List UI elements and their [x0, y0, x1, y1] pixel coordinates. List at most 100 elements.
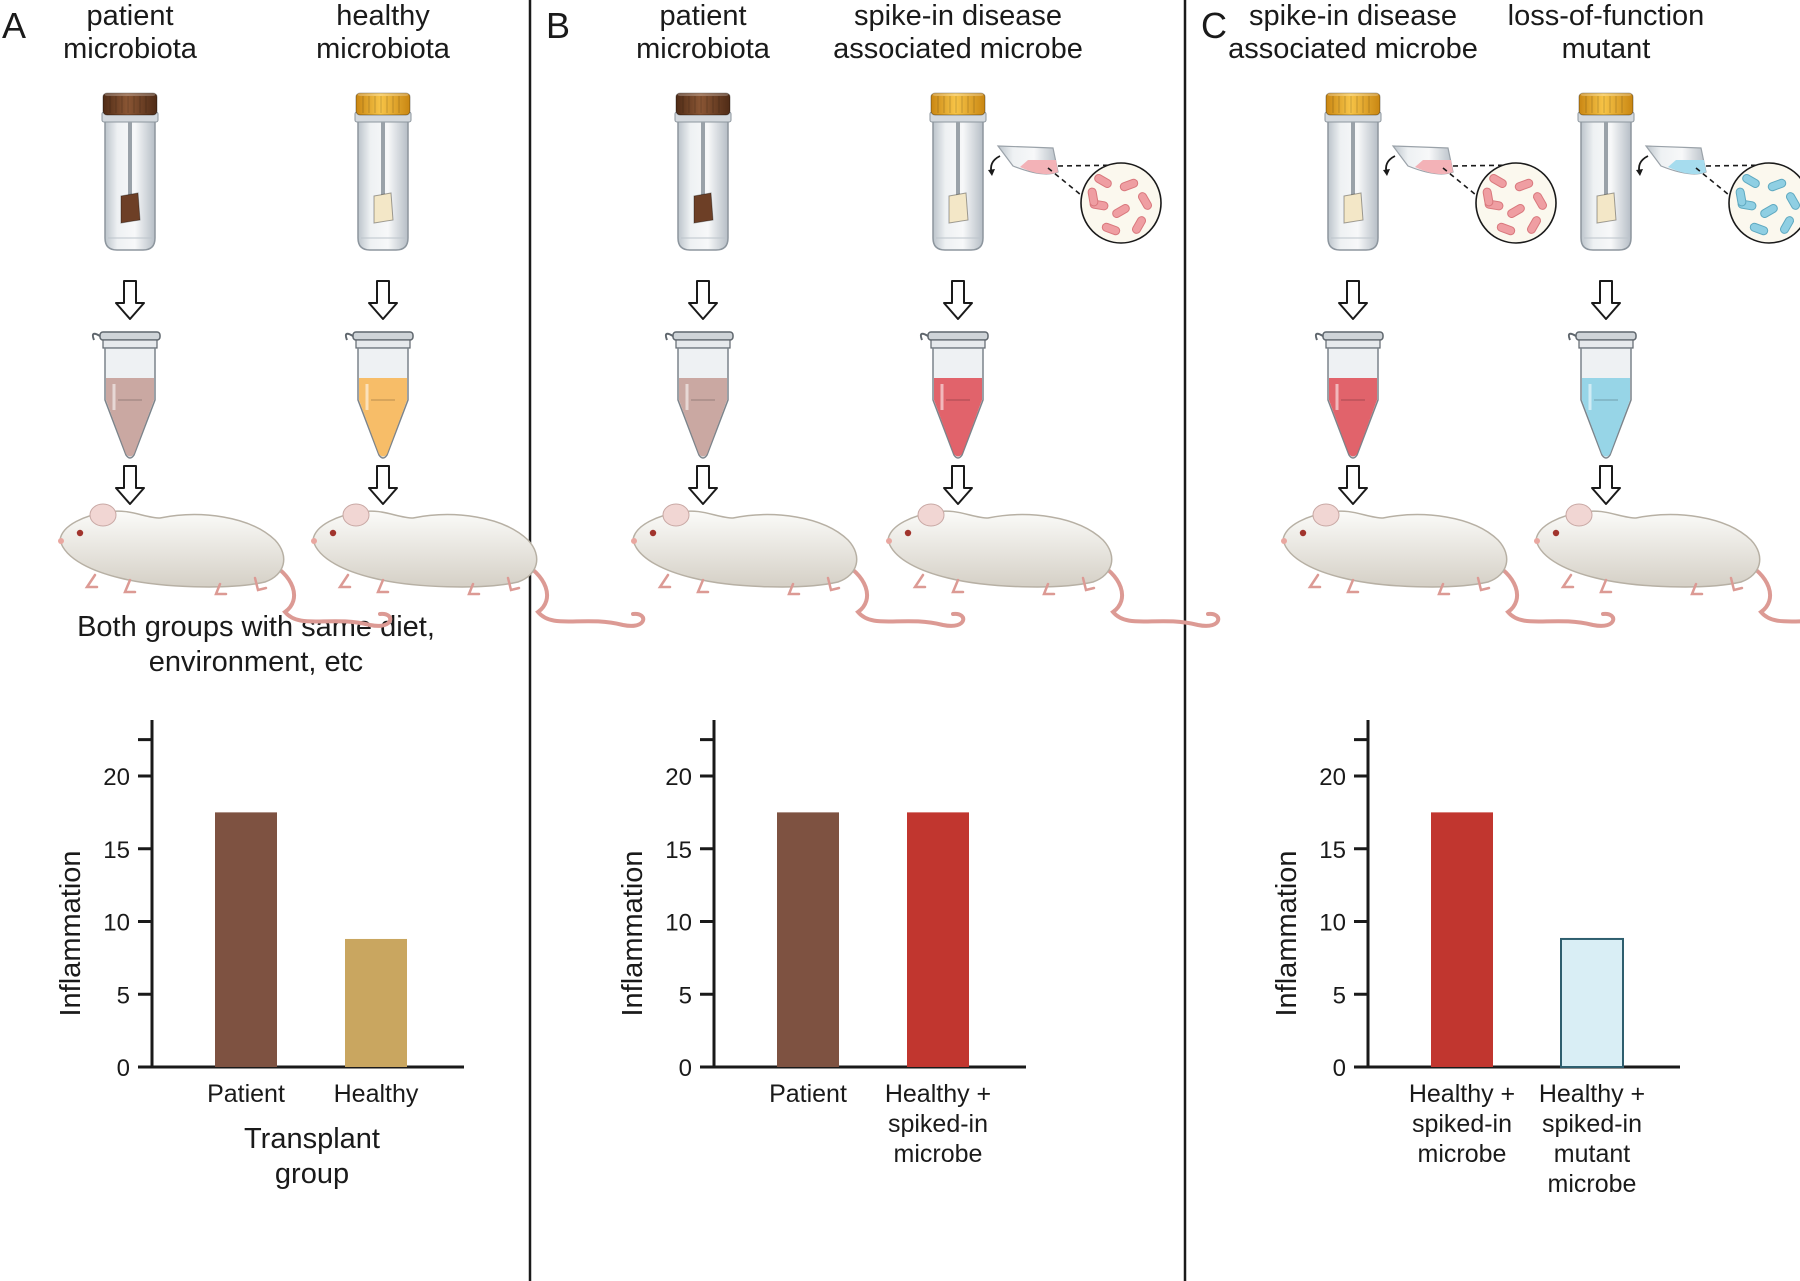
micro-liquid [934, 378, 982, 457]
column-header: healthy [336, 0, 430, 32]
micro-collar [675, 339, 731, 349]
down-arrow-icon [1338, 465, 1368, 505]
mouse-icon [58, 503, 393, 628]
panel-label: B [546, 5, 570, 46]
mouse-eye [1299, 529, 1307, 537]
bacterium [1094, 174, 1112, 188]
pour-arrow-head [1383, 169, 1390, 176]
x-axis-label-line: group [275, 1158, 349, 1190]
mouse-tail [263, 558, 393, 628]
mouse-nose [886, 538, 892, 544]
mouse-tail [1486, 558, 1616, 628]
bacterium [1527, 216, 1541, 234]
column-header: patient [86, 0, 173, 32]
y-axis-label: Inflammation [55, 850, 87, 1016]
micro-hinge [344, 332, 354, 341]
x-tick-label: Healthy + [1409, 1080, 1515, 1108]
spike-in-flask-icon [1383, 145, 1557, 244]
micro-collar [1578, 339, 1634, 349]
micro-liquid [1329, 378, 1377, 457]
mouse-ear [662, 503, 690, 527]
mouse-eye [904, 529, 912, 537]
microcentrifuge-tube-icon [1567, 331, 1637, 459]
micro-lid [927, 331, 989, 341]
bacterium [1780, 216, 1794, 234]
spike-in-flask-icon [988, 145, 1162, 244]
down-arrow-icon [943, 465, 973, 505]
column-header: associated microbe [833, 33, 1083, 65]
magnified-bacteria-icon [1475, 162, 1557, 244]
y-tick-label: 15 [1319, 837, 1346, 864]
x-tick-label: Healthy [334, 1080, 419, 1108]
tube-cap [675, 92, 731, 116]
column-header: spike-in disease [854, 0, 1062, 32]
bacterium [1101, 222, 1121, 236]
y-tick-label: 15 [103, 837, 130, 864]
column-header: associated microbe [1228, 33, 1478, 65]
y-tick-label: 20 [103, 764, 130, 791]
cap-top [1580, 90, 1632, 96]
bacterium [1735, 187, 1747, 207]
y-tick-label: 5 [1333, 982, 1346, 1009]
tube-cap [930, 92, 986, 116]
bar [215, 812, 277, 1067]
tube-stick [381, 122, 385, 196]
mouse-feet [84, 573, 268, 596]
x-tick-label: Patient [207, 1080, 285, 1108]
y-tick-label: 0 [679, 1055, 692, 1082]
bacterium [1742, 174, 1760, 188]
down-arrow-icon [368, 280, 398, 320]
bacterium [1786, 192, 1800, 210]
column-header: spike-in disease [1249, 0, 1457, 32]
down-arrow-icon [1591, 280, 1621, 320]
tube-stick [1604, 122, 1608, 196]
bacterium [1482, 187, 1494, 207]
micro-hinge [1314, 332, 1324, 341]
tube-sample [373, 192, 394, 224]
mouse-tail [836, 558, 966, 628]
x-tick-label: spiked-in [1412, 1110, 1512, 1138]
x-axis-label-line: Transplant [244, 1123, 380, 1155]
sample-tube-icon [1324, 90, 1382, 251]
mouse-ear [1565, 503, 1593, 527]
tube-cap [102, 92, 158, 116]
down-arrow-icon [368, 465, 398, 505]
panel-note: environment, etc [149, 646, 363, 678]
column-header: mutant [1562, 33, 1651, 65]
x-tick-label: Healthy + [1539, 1080, 1645, 1108]
microcentrifuge-tube-icon [344, 331, 414, 459]
x-tick-label: Patient [769, 1080, 847, 1108]
down-arrow-icon [1591, 465, 1621, 505]
mouse-tail [516, 558, 646, 628]
y-tick-label: 20 [1319, 764, 1346, 791]
microcentrifuge-tube-icon [1314, 331, 1384, 459]
mouse-eye [329, 529, 337, 537]
bar [1431, 812, 1493, 1067]
bacterium [1533, 192, 1547, 210]
bacterium [1514, 178, 1534, 192]
mouse-nose [311, 538, 317, 544]
tube-cap [1325, 92, 1381, 116]
tube-sample [1596, 192, 1617, 224]
micro-liquid [679, 378, 727, 457]
magnified-bacteria-icon [1728, 162, 1800, 244]
mouse-tail [1091, 558, 1221, 628]
pour-arrow-head [988, 169, 995, 176]
mouse-eye [76, 529, 84, 537]
mouse-ear [89, 503, 117, 527]
spike-in-flask-icon [1636, 145, 1800, 244]
bacterium [1119, 178, 1139, 192]
tube-cap [355, 92, 411, 116]
micro-lid [99, 331, 161, 341]
y-tick-label: 0 [1333, 1055, 1346, 1082]
y-tick-label: 20 [665, 764, 692, 791]
down-arrow-icon [1338, 280, 1368, 320]
bacterium [1767, 178, 1787, 192]
mouse-feet [657, 573, 841, 596]
micro-liquid [359, 378, 407, 457]
bar [1560, 937, 1624, 1069]
tube-stick [1351, 122, 1355, 196]
